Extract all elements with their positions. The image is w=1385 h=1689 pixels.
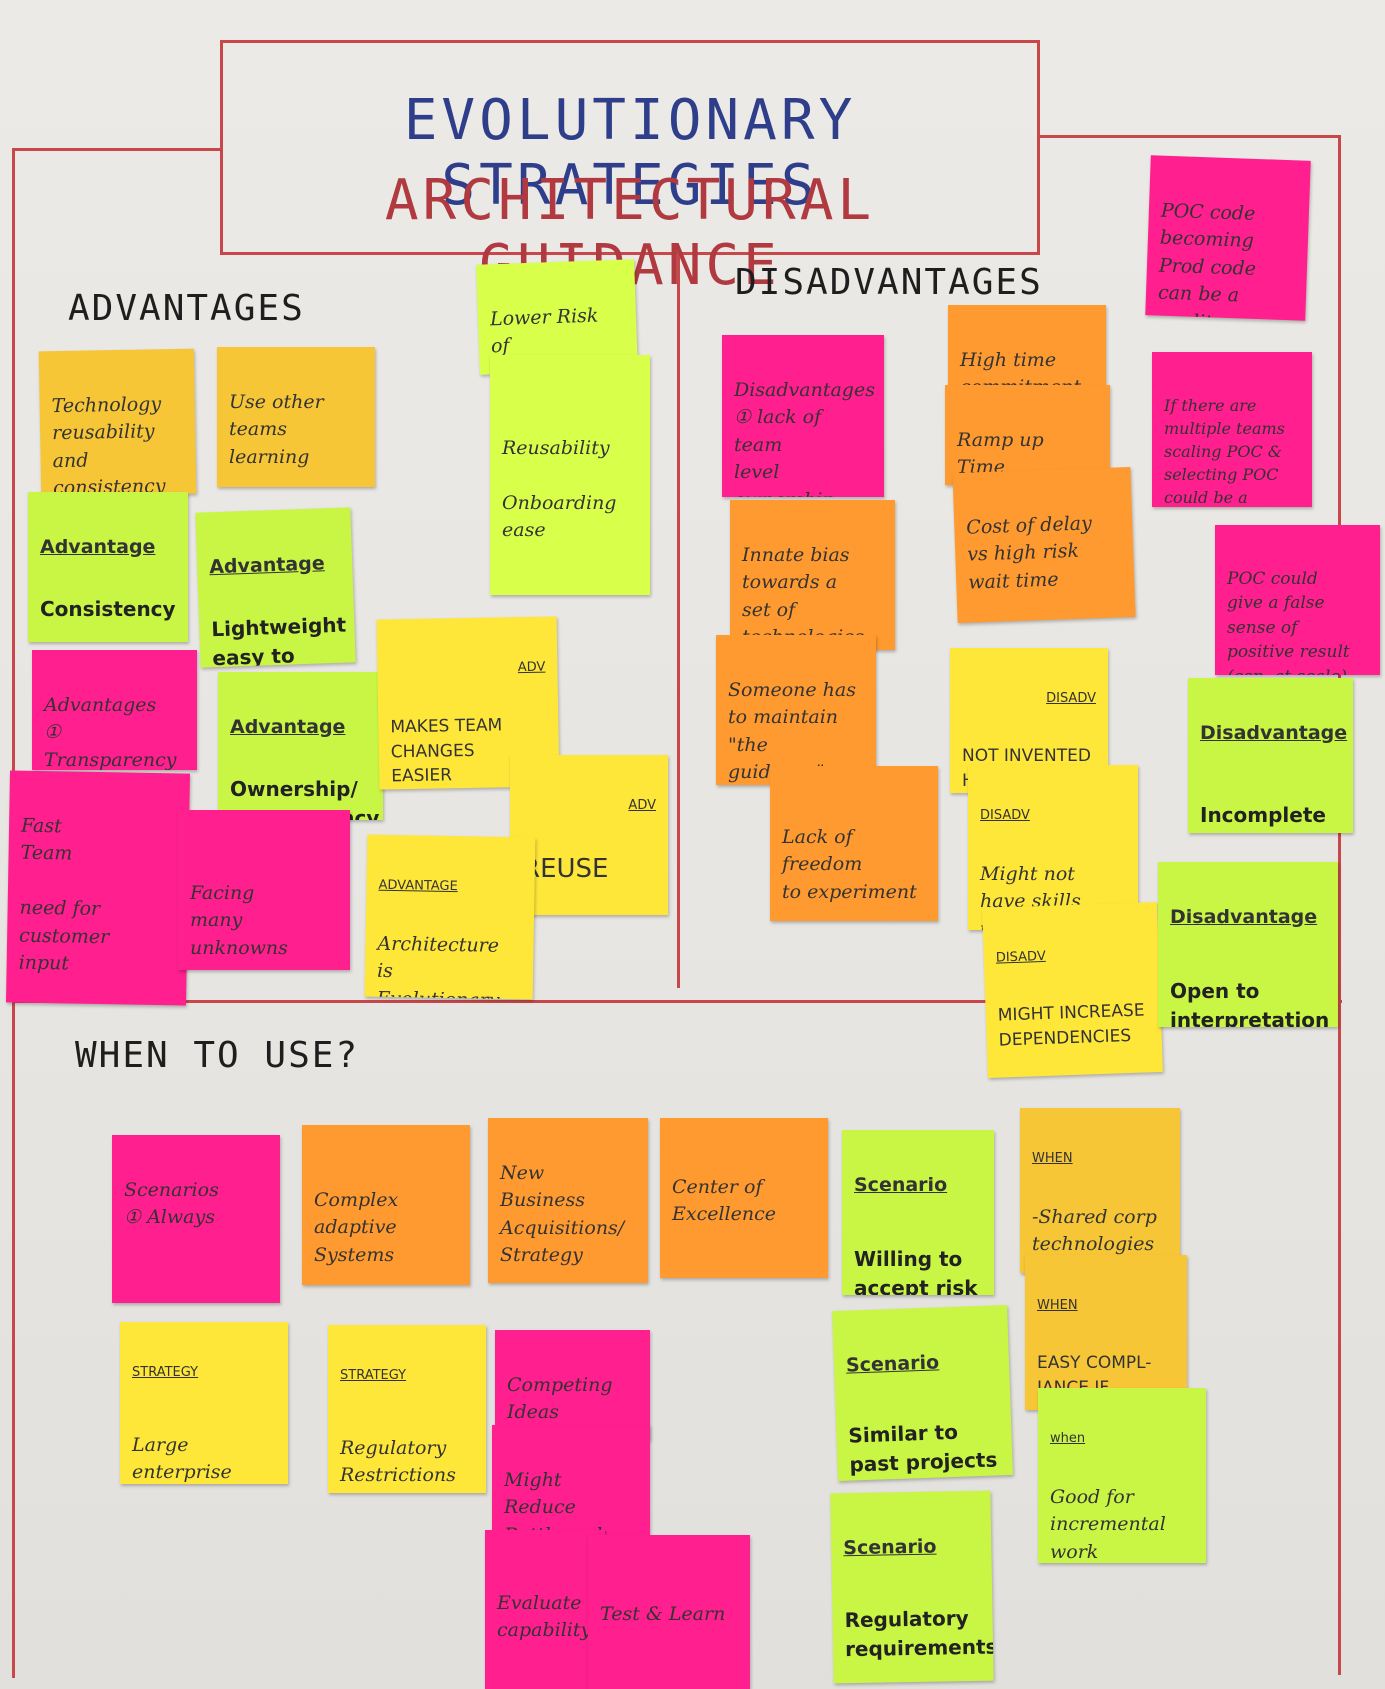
sticky-note: Advantage Ownership/ transparency: [218, 672, 383, 820]
sticky-note: when Good for incremental work: [1038, 1388, 1206, 1563]
sticky-note: Center of Excellence: [660, 1118, 828, 1278]
sticky-note: High time commitment: [948, 305, 1106, 395]
sticky-note: WHEN EASY COMPL- IANCE IF FOLLOW GUIDANC…: [1025, 1255, 1187, 1410]
sticky-note: Someone has to maintain "the guidance" o…: [716, 635, 876, 785]
sticky-note: STRATEGY Regulatory Restrictions: [328, 1325, 486, 1493]
sticky-note: Disadvantages ① lack of team level owner…: [722, 335, 884, 497]
sticky-note: Disadvantage Open to interpretation: [1158, 862, 1338, 1027]
sticky-note: POC could give a false sense of positive…: [1215, 525, 1380, 675]
sticky-note: Scenarios ① Always: [112, 1135, 280, 1303]
sticky-note: Innate bias towards a set of technologie…: [730, 500, 895, 650]
advantages-heading: ADVANTAGES: [68, 288, 305, 329]
sticky-note: DISADV MIGHT INCREASE DEPENDENCIES: [982, 901, 1163, 1079]
title-box: EVOLUTIONARY STRATEGIES ARCHITECTURAL GU…: [220, 40, 1040, 298]
when-to-use-heading: WHEN TO USE?: [75, 1035, 360, 1076]
frame-top-left-line: [12, 148, 222, 151]
section-divider-line: [12, 1000, 1342, 1003]
sticky-note: Advantage Consistency: [28, 492, 188, 642]
disadvantages-heading: DISADVANTAGES: [735, 262, 1043, 303]
sticky-note: WHEN -Shared corp technologies available: [1020, 1108, 1180, 1273]
sticky-note: Scenario Willing to accept risk: [842, 1130, 994, 1295]
sticky-note: Advantage Lightweight easy to adapt: [195, 507, 356, 668]
sticky-note: STRATEGY Large enterprise: [120, 1322, 288, 1484]
sticky-note: New Business Acquisitions/ Strategy: [488, 1118, 648, 1283]
sticky-note: Fast Team need for customer input: [5, 770, 191, 1006]
sticky-note: Might Reduce Bottleneck: [492, 1425, 650, 1545]
sticky-note: Scenario Similar to past projects: [832, 1304, 1013, 1482]
sticky-note: Complex adaptive Systems: [302, 1125, 470, 1285]
sticky-note: Use other teams learning: [217, 347, 375, 487]
sticky-note: Facing many unknowns: [178, 810, 350, 970]
sticky-note: ADV REUSE: [510, 755, 668, 915]
sticky-note: Disadvantage Incomplete: [1188, 678, 1353, 833]
sticky-note: Advantages ① Transparency ② Alignment ③ …: [32, 650, 197, 770]
sticky-note: Reusability Onboarding ease: [490, 355, 650, 595]
column-divider-line: [677, 248, 680, 988]
sticky-note: If there are multiple teams scaling POC …: [1152, 352, 1312, 507]
sticky-note: ADVANTAGE Architecture is Evolutionary: [364, 834, 536, 1000]
sticky-note: Lack of freedom to experiment: [770, 766, 938, 921]
sticky-note: Evaluate capability: [485, 1530, 605, 1689]
sticky-note: Cost of delay vs high risk wait time: [952, 466, 1136, 624]
sticky-note: POC code becoming Prod code can be a qua…: [1145, 155, 1311, 321]
sticky-note: Technology reusability and consistency: [38, 348, 197, 497]
sticky-note: Test & Learn: [588, 1535, 750, 1689]
sticky-note: Scenario Regulatory requirements: [830, 1490, 994, 1684]
title-line-1: EVOLUTIONARY STRATEGIES: [403, 88, 857, 218]
frame-top-right-line: [1040, 135, 1340, 138]
frame-right-line: [1338, 135, 1341, 1675]
sticky-note: Competing Ideas: [495, 1330, 650, 1440]
